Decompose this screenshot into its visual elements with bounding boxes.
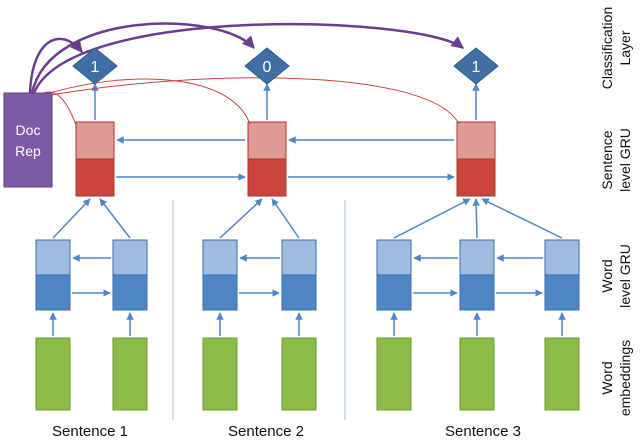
sentence-label-1: Sentence 1 — [52, 423, 128, 440]
word-gru-bottom — [376, 274, 412, 311]
class-diamond-1 — [72, 47, 118, 85]
side-label-classification: Classification Layer — [599, 7, 633, 89]
class-value-3: 1 — [472, 59, 481, 76]
word-gru-bottom — [459, 274, 495, 311]
word-gru-top — [376, 239, 412, 276]
embedding — [459, 337, 495, 411]
sentence-to-class-arrows — [91, 83, 480, 120]
class-value-2: 0 — [263, 59, 272, 76]
word-gru-bottom — [544, 274, 580, 311]
sentence-gru-arrows — [116, 136, 455, 181]
svg-text:Classification: Classification — [599, 7, 615, 89]
word-gru-arrows — [72, 254, 543, 297]
side-label-word-embeddings: Word embeddings — [599, 340, 633, 416]
word-gru-bottom — [281, 274, 317, 311]
embedding-arrows — [49, 312, 566, 336]
sent-gru-bottom — [456, 158, 496, 197]
sentence-label-3: Sentence 3 — [445, 423, 521, 440]
class-diamond-2 — [244, 47, 290, 85]
side-label-word-gru: Word level GRU — [599, 244, 633, 308]
word-gru-top — [112, 239, 148, 276]
classification-layer: 1 0 1 — [72, 47, 499, 85]
svg-text:embeddings: embeddings — [617, 340, 633, 416]
embedding — [281, 337, 317, 411]
embedding — [202, 337, 238, 411]
word-gru-top — [202, 239, 238, 276]
sent-gru-top — [75, 121, 115, 160]
word-to-sentence-arrows — [52, 198, 563, 239]
embedding — [376, 337, 412, 411]
word-gru-top — [281, 239, 317, 276]
doc-rep-line2: Rep — [15, 143, 41, 159]
word-embeddings — [35, 337, 580, 411]
word-gru-top — [35, 239, 71, 276]
sent-gru-top — [247, 121, 287, 160]
sentence-gru-cells — [75, 121, 496, 197]
embedding — [544, 337, 580, 411]
doc-rep-line1: Doc — [16, 122, 41, 138]
svg-text:level GRU: level GRU — [617, 244, 633, 308]
word-gru-top — [459, 239, 495, 276]
doc-rep-red-lines — [39, 77, 460, 126]
sent-gru-bottom — [75, 158, 115, 197]
svg-text:Word: Word — [599, 259, 615, 292]
sent-gru-top — [456, 121, 496, 160]
svg-text:Layer: Layer — [617, 30, 633, 65]
word-gru-cells — [35, 239, 580, 311]
side-label-sentence-gru: Sentence level GRU — [599, 128, 633, 192]
embedding — [35, 337, 71, 411]
sentence-label-2: Sentence 2 — [228, 423, 304, 440]
svg-text:Word: Word — [599, 361, 615, 394]
word-gru-bottom — [112, 274, 148, 311]
sent-gru-bottom — [247, 158, 287, 197]
svg-text:Sentence: Sentence — [599, 130, 615, 189]
doc-rep-arrows — [28, 22, 464, 94]
doc-rep-box: Doc Rep — [3, 92, 53, 188]
class-value-1: 1 — [91, 59, 100, 76]
svg-text:level GRU: level GRU — [617, 128, 633, 192]
embedding — [112, 337, 148, 411]
word-gru-bottom — [35, 274, 71, 311]
class-diamond-3 — [453, 47, 499, 85]
word-gru-top — [544, 239, 580, 276]
word-gru-bottom — [202, 274, 238, 311]
